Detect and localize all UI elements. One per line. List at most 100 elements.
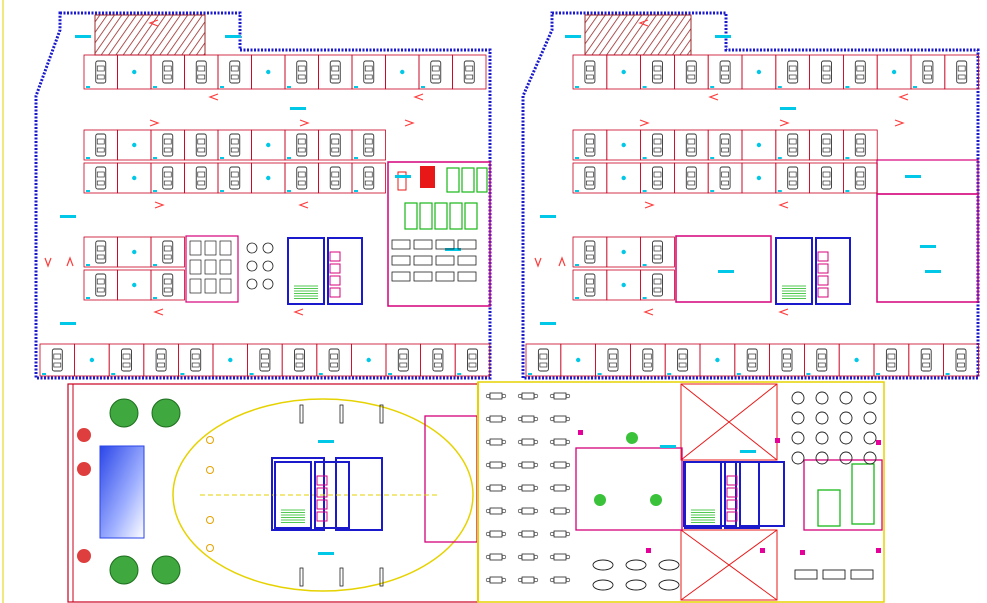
column-marker	[760, 548, 765, 553]
stall-tag	[86, 157, 90, 159]
bollard	[206, 466, 214, 474]
indoor-plant	[626, 432, 638, 444]
stall-row	[572, 236, 675, 268]
stall-row	[525, 343, 979, 377]
car-symbol	[584, 240, 596, 264]
annotation-placeholder	[780, 107, 796, 110]
car-symbol	[922, 60, 934, 84]
stall-tag	[220, 86, 224, 88]
desk-cluster	[485, 438, 507, 446]
car-symbol	[162, 240, 174, 264]
stall-marker	[621, 175, 626, 181]
stall-marker	[132, 249, 137, 255]
traffic-arrow	[534, 257, 542, 268]
column-pier	[379, 404, 384, 424]
parking-stall	[454, 343, 491, 377]
car-symbol	[652, 240, 663, 264]
parking-stall	[150, 269, 185, 301]
car-symbol	[854, 133, 866, 157]
core-wall	[815, 237, 851, 305]
lounge-table	[863, 411, 877, 425]
parking-stall	[572, 236, 608, 268]
stall-tag	[86, 190, 90, 192]
car-symbol	[787, 166, 799, 190]
car-symbol	[296, 166, 308, 190]
car-symbol	[363, 166, 375, 190]
stall-tag	[287, 86, 291, 88]
car-symbol	[229, 166, 241, 190]
car-symbol	[584, 166, 596, 190]
parking-stall	[843, 54, 878, 90]
lift-car	[316, 487, 328, 498]
parking-stall	[640, 54, 675, 90]
annotation-placeholder	[395, 175, 411, 178]
stall-tag	[528, 373, 532, 375]
column-marker	[876, 440, 881, 445]
parking-stall	[83, 129, 118, 161]
stall-marker	[621, 282, 626, 288]
annotation-placeholder	[290, 107, 306, 110]
stall-tag	[153, 190, 157, 192]
car-symbol	[296, 133, 308, 157]
stall-tag	[354, 190, 358, 192]
traffic-arrow	[644, 201, 655, 209]
stall-marker	[228, 357, 233, 363]
parking-stall	[217, 162, 252, 194]
annotation-placeholder	[75, 35, 91, 38]
parking-stall	[944, 54, 979, 90]
parking-stall	[572, 54, 608, 90]
parking-stall	[843, 129, 878, 161]
parking-stall	[284, 54, 319, 90]
stall-marker	[891, 69, 897, 75]
meeting-table	[658, 559, 680, 571]
equipment-unit	[457, 271, 477, 282]
parking-stall	[910, 54, 946, 90]
parking-stall	[351, 129, 386, 161]
parking-stall	[674, 54, 709, 90]
parking-stall	[775, 129, 810, 161]
core-ground	[274, 461, 350, 529]
column-pier	[339, 567, 344, 587]
stall-tag	[845, 86, 850, 88]
parking-stall	[284, 129, 319, 161]
equipment-unit	[457, 239, 477, 250]
equipment-unit	[413, 239, 433, 250]
stall-tag	[153, 264, 157, 266]
stall-tag	[287, 190, 291, 192]
stall-tag	[575, 190, 579, 192]
desk-cluster	[549, 415, 571, 423]
stall-tag	[354, 157, 358, 159]
stall-tag	[777, 157, 782, 159]
stall-tag	[777, 190, 782, 192]
stall-tag	[354, 86, 358, 88]
column-pier	[379, 567, 384, 587]
column-marker	[876, 548, 881, 553]
annotation-placeholder	[565, 35, 581, 38]
bollard	[206, 544, 214, 552]
stall-tag	[153, 86, 157, 88]
annotation-placeholder	[225, 35, 241, 38]
parking-stall	[150, 129, 185, 161]
parking-stall	[150, 54, 185, 90]
meeting-table	[592, 579, 614, 591]
core-wall	[684, 461, 722, 529]
car-symbol	[95, 273, 107, 297]
column-pier	[339, 404, 344, 424]
stall-marker	[132, 69, 137, 75]
annotation-placeholder	[540, 215, 556, 218]
parking-stall	[775, 54, 810, 90]
stall-row	[572, 129, 878, 161]
car-symbol	[652, 273, 663, 297]
parking-stall	[83, 162, 118, 194]
oval-forecourt	[172, 398, 474, 592]
parking-stall	[572, 269, 608, 301]
car-symbol	[397, 348, 409, 372]
annotation-placeholder	[318, 440, 334, 443]
car-symbol	[432, 348, 444, 372]
annotation-placeholder	[905, 175, 921, 178]
toilet-cubicle	[204, 240, 217, 256]
desk-cluster	[517, 530, 539, 538]
traffic-arrow	[708, 93, 719, 101]
stall-tag	[153, 297, 157, 299]
annotation-placeholder	[660, 445, 676, 448]
